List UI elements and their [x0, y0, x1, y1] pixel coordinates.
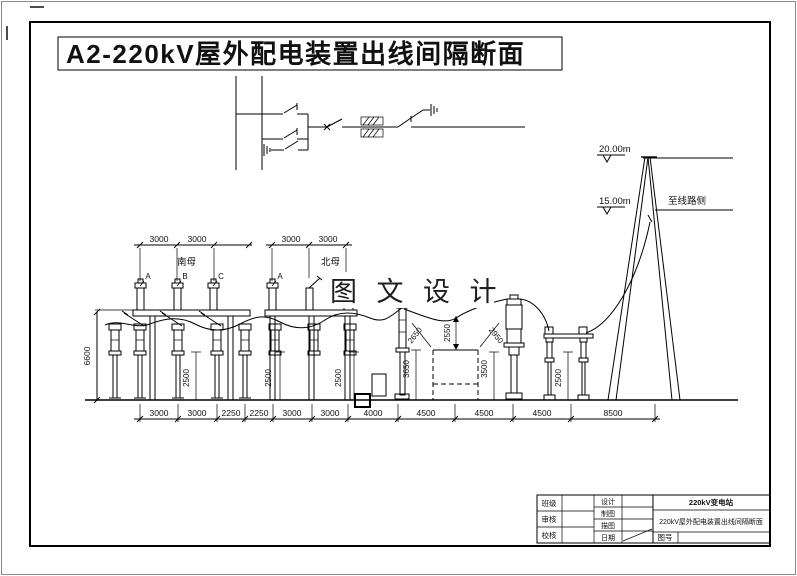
phase-label-a: A [145, 272, 151, 281]
dim-bottom-0: 3000 [150, 408, 169, 418]
marshalling-cabinet [371, 373, 387, 397]
level-triangle-icon [602, 206, 612, 216]
elevation-20m: 20.00m [599, 144, 631, 155]
conductor-curve [585, 221, 651, 334]
bus-label-south: 南母 [177, 256, 196, 268]
dim-bottom-8: 4500 [475, 408, 494, 418]
phase-label-c: C [218, 272, 224, 281]
breaker-icon [323, 118, 343, 131]
jumper-curve [517, 298, 550, 332]
titleblock-row-trace: 描图 [601, 521, 615, 530]
equipment-unit [121, 310, 147, 399]
line-earth-switch-icon [410, 104, 438, 119]
dim-2500-2: 2500 [264, 369, 273, 387]
titleblock-drawing-title: 220kV屋外配电装置出线间隔断面 [659, 517, 763, 526]
dim-south-3000-b: 3000 [188, 234, 207, 244]
line-side-label: 至线路侧 [668, 195, 706, 207]
dim-2500-4: 2500 [554, 369, 563, 387]
titleblock-row-design: 设计 [601, 497, 615, 506]
disconnect-switch-icon [397, 117, 412, 128]
titleblock-row-date: 日期 [601, 534, 615, 542]
dim-2950: 2950 [487, 326, 505, 346]
equipment-unit [343, 323, 357, 356]
dim-3650: 3650 [402, 360, 411, 378]
dim-bottom-6: 4000 [364, 408, 383, 418]
post-insulator-column [394, 302, 410, 400]
foundation-pit [354, 393, 371, 408]
dim-north-3000-a: 3000 [282, 234, 301, 244]
south-bus-structure [95, 278, 251, 400]
equipment-unit [198, 310, 224, 399]
line-tower [585, 156, 681, 401]
dim-3500: 3500 [480, 360, 489, 378]
equipment-outline-dashed [432, 349, 479, 400]
watermark: 图 文 设 计 [326, 272, 503, 308]
elevation-levels: 20.00m 15.00m 至线路侧 [597, 144, 733, 216]
titleblock-row-draft: 制图 [601, 509, 615, 518]
vertical-dimensions: 6600 2500 2500 2500 2500 3650 3500 2650 … [82, 308, 573, 404]
watermark-text: 图 文 设 计 [330, 277, 503, 307]
switch-equipment-row [104, 307, 403, 399]
disconnect-switch-icon [283, 129, 298, 139]
section-view [85, 275, 738, 408]
equipment-unit [108, 323, 122, 399]
dim-bottom-2: 2250 [222, 408, 241, 418]
dim-2500-3: 2500 [334, 369, 343, 387]
level-triangle-icon [602, 154, 612, 164]
dim-2550: 2550 [443, 324, 452, 342]
phase-label-b: B [182, 272, 187, 281]
titleblock-row-check: 校核 [542, 530, 557, 540]
disconnect-switch-icon [283, 104, 298, 114]
dim-bottom-10: 8500 [604, 408, 623, 418]
equipment-unit [268, 323, 282, 356]
dim-bottom-1: 3000 [188, 408, 207, 418]
dim-bottom-4: 3000 [283, 408, 302, 418]
equipment-unit [159, 310, 185, 399]
title-bar: A2-220kV屋外配电装置出线间隔断面 [57, 36, 563, 71]
dim-bottom-7: 4500 [417, 408, 436, 418]
phase-label-a-north: A [277, 272, 283, 281]
one-line-schematic [235, 76, 525, 170]
dim-6600: 6600 [82, 346, 92, 365]
dim-bottom-3: 2250 [250, 408, 269, 418]
bottom-dimension-chain: 3000 3000 2250 2250 3000 3000 4000 4500 … [134, 404, 660, 423]
title-block: 班级 审核 校核 设计 制图 描图 日期 220kV变电站 220kV屋外配电装… [536, 494, 771, 544]
dim-bottom-5: 3000 [321, 408, 340, 418]
page-title: A2-220kV屋外配电装置出线间隔断面 [66, 39, 525, 69]
dim-south-3000-a: 3000 [150, 234, 169, 244]
current-transformer-unit [403, 294, 550, 400]
bus-label-north: 北母 [321, 257, 340, 268]
bus-dimensions: 3000 3000 南母 3000 3000 北母 A B C A [134, 234, 352, 300]
titleblock-row-class: 班级 [542, 498, 557, 508]
current-transformer-icon [360, 116, 384, 138]
dim-2500-1: 2500 [182, 369, 191, 387]
titleblock-row-review: 审核 [542, 514, 557, 524]
dim-bottom-9: 4500 [533, 408, 552, 418]
equipment-unit [238, 323, 252, 399]
outgoing-portal [543, 326, 594, 401]
dim-north-3000-b: 3000 [319, 234, 338, 244]
elevation-15m: 15.00m [599, 196, 631, 207]
titleblock-project: 220kV变电站 [689, 497, 734, 507]
bus-conductor-curve [104, 307, 403, 331]
earth-switch-icon [263, 140, 308, 156]
titleblock-drawing-no: 图号 [658, 533, 673, 542]
